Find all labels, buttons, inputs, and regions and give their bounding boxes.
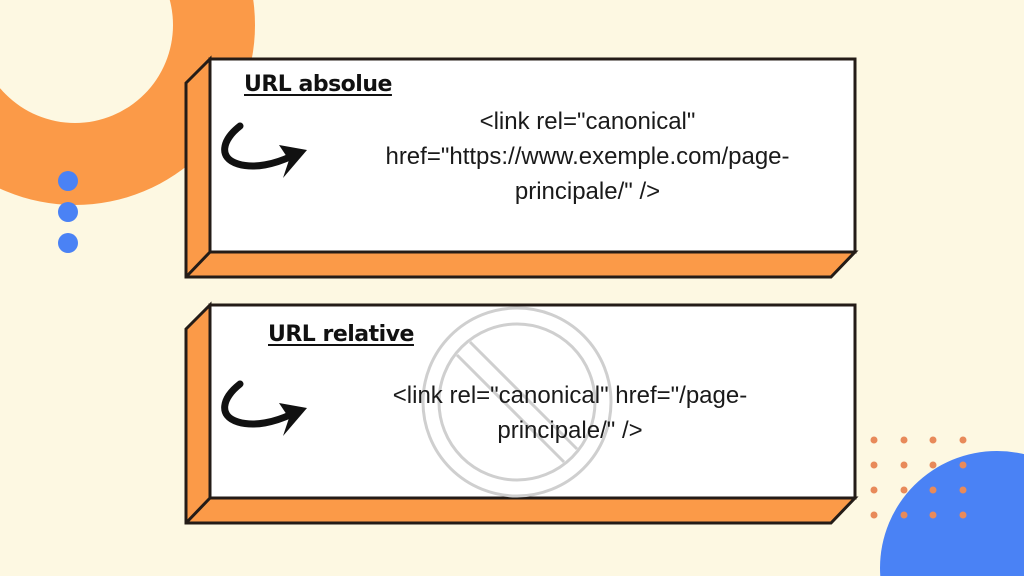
prohibited-icon [421,306,613,498]
box-relative-code: <link rel="canonical" href="/page- princ… [320,378,820,448]
code-line: href="https://www.exemple.com/page- [385,143,790,170]
code-line: <link rel="canonical" href="/page- [392,382,748,409]
orange-dot-grid-decoration [870,436,967,519]
curved-arrow-icon [221,380,307,436]
curved-arrow-icon [221,122,307,178]
code-line: principale/" /> [514,178,661,205]
code-line: principale/" /> [497,417,643,444]
box-absolute-code: <link rel="canonical" href="https://www.… [320,104,855,209]
box-relative-shape [184,301,859,525]
blue-circle-decoration [880,451,1024,576]
code-line: <link rel="canonical" [479,108,696,135]
blue-dots-decoration [58,171,78,253]
box-relative-label: URL relative [268,322,414,347]
box-absolute-label: URL absolue [244,72,392,97]
box-absolute-shape [184,55,859,279]
